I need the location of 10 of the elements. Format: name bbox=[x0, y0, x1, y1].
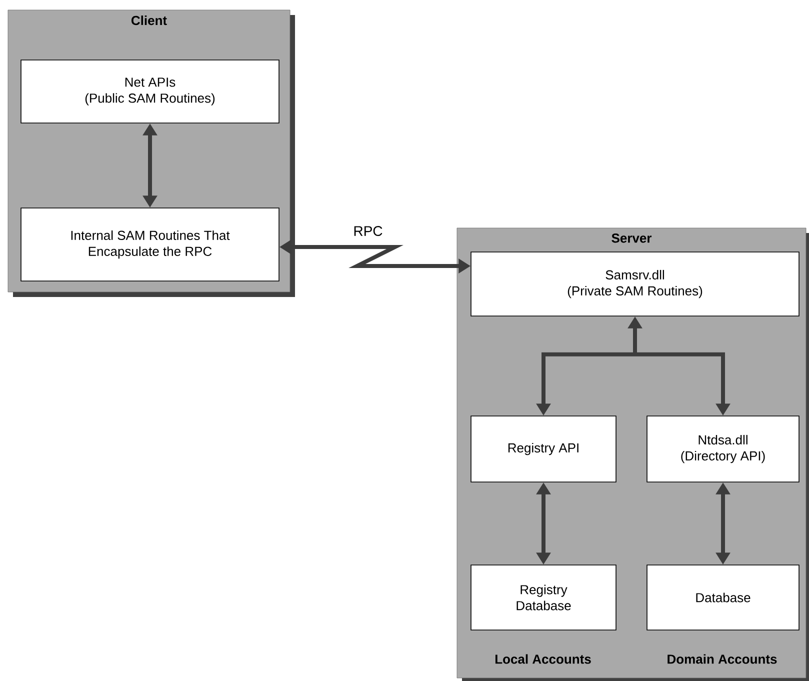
edge-label: RPC bbox=[354, 226, 382, 236]
process-box: Samsrv.dll (Private SAM Routines) bbox=[470, 252, 800, 316]
process-box: Ntdsa.dll (Directory API) bbox=[646, 416, 800, 482]
process-box: Registry Database bbox=[470, 564, 616, 630]
process-box: Net APIs (Public SAM Routines) bbox=[20, 60, 280, 124]
process-box: Registry API bbox=[470, 416, 616, 482]
section-label: Local Accounts bbox=[495, 654, 591, 664]
process-box: Internal SAM Routines That Encapsulate the RPC bbox=[20, 208, 280, 282]
process-box: Database bbox=[646, 564, 800, 630]
section-label: Domain Accounts bbox=[668, 654, 777, 664]
